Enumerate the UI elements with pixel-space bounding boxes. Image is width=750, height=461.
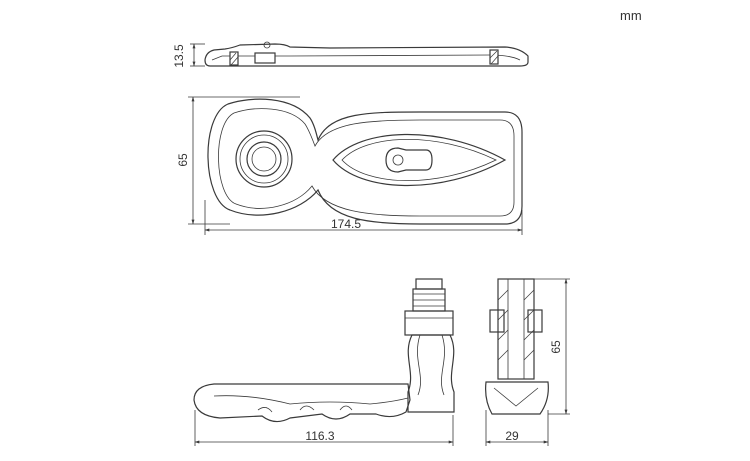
plate-length-label: 174.5 bbox=[331, 217, 361, 231]
handle-section-view bbox=[485, 278, 549, 415]
handle-depth-label: 29 bbox=[505, 429, 519, 443]
plate-height-label: 65 bbox=[176, 153, 190, 167]
handle-depth-dimension: 29 bbox=[485, 410, 549, 446]
plate-side-view bbox=[204, 41, 529, 67]
plate-height-dimension: 65 bbox=[176, 96, 300, 225]
unit-label: mm bbox=[620, 8, 642, 23]
handle-length-label: 116.3 bbox=[305, 429, 334, 443]
plate-front-view bbox=[207, 98, 523, 225]
thickness-label: 13.5 bbox=[172, 44, 186, 68]
plate-length-dimension: 174.5 bbox=[204, 200, 523, 235]
handle-height-dimension: 65 bbox=[534, 278, 570, 415]
handle-side-view bbox=[193, 278, 455, 423]
handle-height-label: 65 bbox=[549, 340, 563, 354]
handle-length-dimension: 116.3 bbox=[194, 410, 454, 446]
thickness-dimension: 13.5 bbox=[172, 43, 205, 68]
